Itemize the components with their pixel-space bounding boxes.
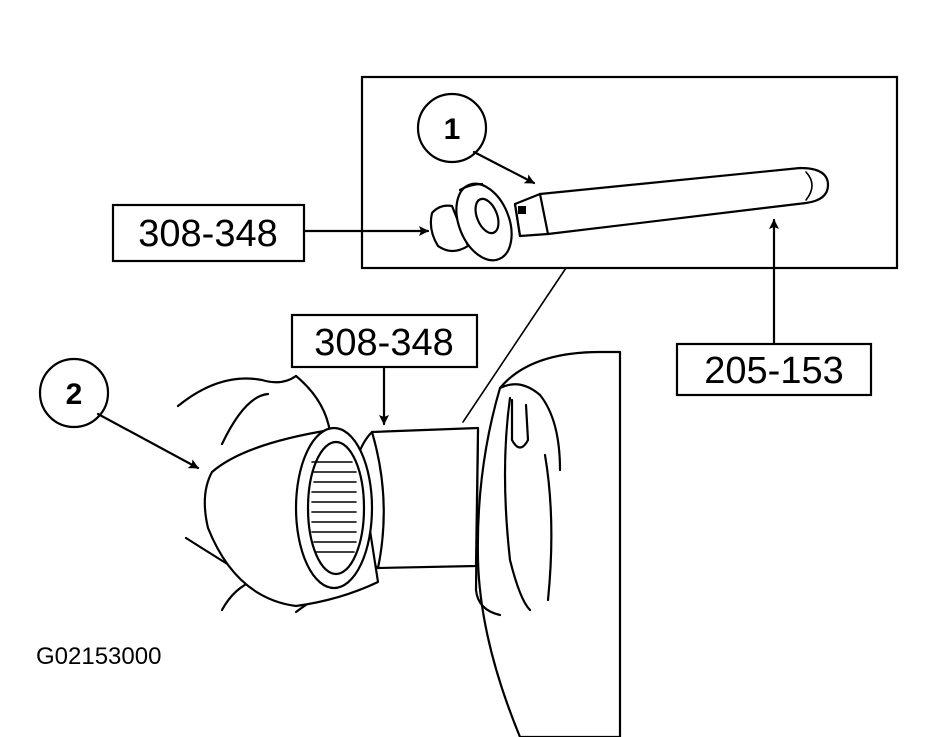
svg-text:205-153: 205-153 [704,350,843,392]
label-205-153: 205-153 [675,218,873,397]
figure-code: G02153000 [36,643,161,670]
callout-1: 1 [416,92,536,185]
handle-tool-illustration [513,166,830,238]
svg-text:1: 1 [444,113,461,146]
label-308-348-main: 308-348 [290,313,479,426]
installer-tool-main [350,426,480,570]
inset-leader-line [462,267,567,423]
svg-text:2: 2 [66,378,83,411]
hand-and-bearing-illustration [176,374,380,614]
axle-housing-illustration [474,350,622,737]
installer-tool-inset [429,182,513,262]
callout-2: 2 [38,357,200,470]
svg-text:308-348: 308-348 [138,213,277,255]
label-308-348-inset: 308-348 [111,203,430,263]
svg-text:308-348: 308-348 [314,322,453,364]
